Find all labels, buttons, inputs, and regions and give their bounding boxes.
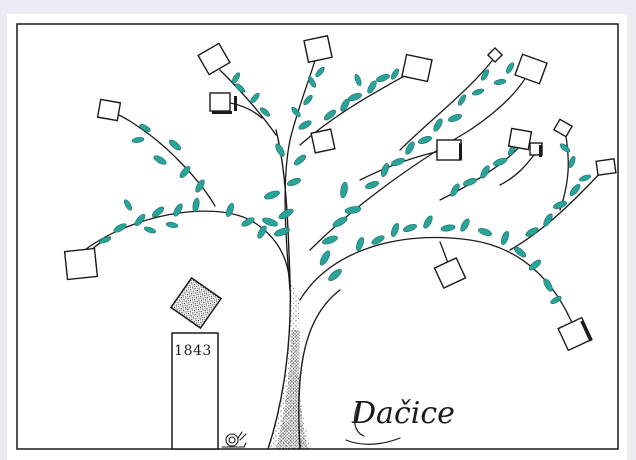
snail-icon	[222, 432, 246, 447]
frame-box	[304, 36, 332, 63]
frame-box	[509, 128, 532, 149]
frame-box	[434, 258, 465, 288]
frame-box	[311, 129, 335, 153]
house-roof	[171, 278, 221, 328]
frame-box	[488, 48, 502, 62]
town-name-signature: Dačice	[352, 396, 455, 431]
frame-box	[515, 54, 547, 84]
frame-box	[554, 119, 572, 136]
frame-box	[596, 159, 616, 175]
frame-box	[210, 93, 230, 111]
frame-box	[437, 140, 461, 160]
frame-box	[65, 249, 98, 280]
frame-box	[402, 55, 432, 82]
frame-box	[198, 43, 230, 74]
frame-box	[98, 99, 121, 120]
house	[171, 278, 221, 449]
tree-leaves	[99, 62, 592, 306]
house-number: 1843	[171, 343, 215, 359]
tree-trunk	[268, 130, 340, 449]
